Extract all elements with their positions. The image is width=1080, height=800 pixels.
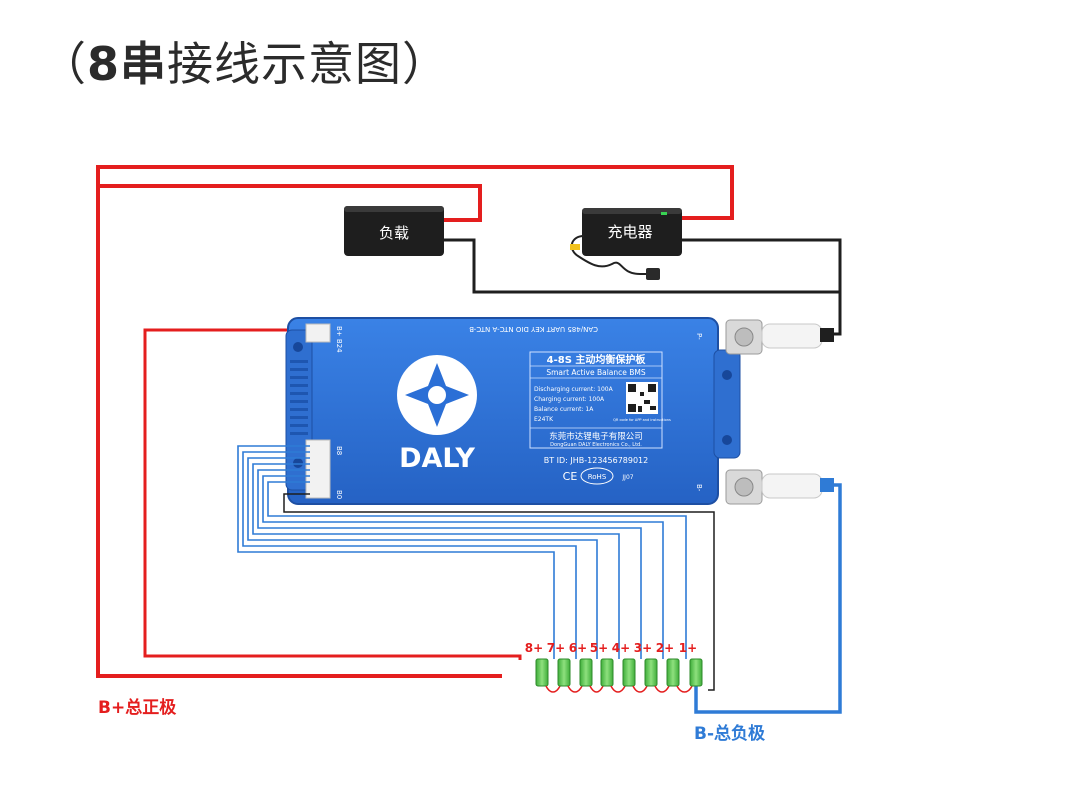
company-cn: 东莞市达锂电子有限公司 <box>549 431 643 442</box>
balance-lead <box>267 481 687 659</box>
battery-cell <box>689 658 703 687</box>
p-minus-terminal <box>725 319 834 355</box>
charger-label: 充电器 <box>607 223 652 241</box>
series-link <box>545 685 561 693</box>
battery-cell <box>579 658 593 687</box>
charger-negative-wire <box>682 238 842 292</box>
page-title: （8串接线示意图） <box>40 28 449 94</box>
cell-label: 8+ <box>525 641 543 655</box>
charger-box <box>570 208 682 280</box>
b-minus-main-wire <box>694 483 842 714</box>
balance-lead <box>247 457 598 659</box>
qr-note: QR code for APP and instructions <box>613 418 671 422</box>
cell-label: 5+ <box>590 641 608 655</box>
b0-sense-wire <box>283 493 715 691</box>
port-labels: CAN/485 UART KEY DIO NTC-A NTC-B <box>469 325 598 333</box>
battery-cells: 8+ 7+ 6+5+ 4+ 3+ 2+ 1+ <box>525 641 703 693</box>
bt-id: BT ID: JHB-123456789012 <box>544 456 649 465</box>
battery-cell <box>557 658 571 687</box>
series-link <box>567 685 583 693</box>
bms-brand: DALY <box>399 443 475 474</box>
bms-spec-4: E24TK <box>534 416 554 423</box>
battery-cell <box>622 658 636 687</box>
load-negative-wire <box>444 238 842 336</box>
title-count: 8串 <box>87 37 168 91</box>
battery-cell <box>600 658 614 687</box>
balance-lead <box>242 451 577 659</box>
series-link <box>632 685 648 693</box>
title-text: 接线示意图 <box>167 37 403 91</box>
balance-lead <box>237 445 555 659</box>
bms-model: 4-8S 主动均衡保护板 <box>547 353 647 366</box>
battery-cell <box>666 658 680 687</box>
bms-spec-3: Balance current: 1A <box>534 406 594 413</box>
title-open-paren: （ <box>40 37 87 91</box>
balance-lead <box>252 463 620 659</box>
battery-cell <box>535 658 549 687</box>
battery-cell <box>644 658 658 687</box>
load-box <box>344 206 444 256</box>
p-minus-label: P- <box>695 333 703 340</box>
load-label: 负载 <box>379 224 409 242</box>
series-link <box>654 685 670 693</box>
bms-model-en: Smart Active Balance BMS <box>546 368 646 377</box>
board-code: JJ07 <box>621 474 633 481</box>
b-plus-sense-wire <box>143 328 522 660</box>
b-minus-terminal <box>725 469 834 505</box>
pin-label-b8: B8 <box>335 446 343 455</box>
cell-label: 7+ <box>547 641 565 655</box>
rohs-mark: RoHS <box>588 473 607 481</box>
cell-label: 2+ <box>656 641 674 655</box>
balance-lead <box>257 469 642 659</box>
bms-spec-2: Charging current: 100A <box>534 396 605 403</box>
series-link <box>589 685 604 693</box>
b-minus-label: B-总负极 <box>694 723 765 744</box>
bms-spec-1: Discharging current: 100A <box>534 386 614 393</box>
title-close-paren: ） <box>402 37 450 91</box>
ce-mark: CE <box>563 470 578 483</box>
b-minus-board-label: B- <box>695 484 703 492</box>
balance-wires <box>237 445 687 659</box>
b-plus-label: B+总正极 <box>98 697 176 718</box>
balance-lead <box>262 475 664 659</box>
series-link <box>610 685 626 693</box>
cell-label: 3+ <box>634 641 652 655</box>
load-positive-wire <box>98 184 482 222</box>
company-en: DongGuan DALY Electronics Co., Ltd. <box>550 442 642 448</box>
cell-label: 6+ <box>569 641 587 655</box>
pin-label-b0: B0 <box>335 490 343 499</box>
bms-board <box>285 317 741 505</box>
series-link <box>676 685 693 693</box>
cell-label: 4+ <box>612 641 630 655</box>
pin-label-bplus-b24: B+ B24 <box>335 326 343 353</box>
cell-label: 1+ <box>679 641 697 655</box>
b-plus-main-wire <box>96 165 734 678</box>
